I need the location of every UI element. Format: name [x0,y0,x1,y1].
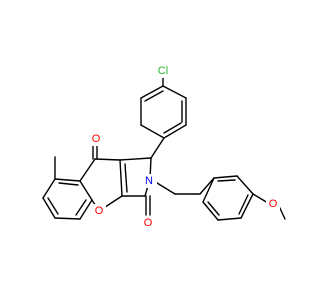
bond [54,217,81,220]
bond [75,199,87,216]
label-background [266,197,280,211]
bond [217,217,242,221]
bond [156,182,176,195]
bond [79,158,96,182]
bond [54,178,81,182]
bond [79,199,93,220]
label-background [141,216,155,230]
bond [163,124,187,139]
nitrogen-label: N [145,175,153,187]
bond [238,194,249,215]
label-background [153,64,173,78]
bond [217,179,236,182]
chlorine-label: Cl [158,65,168,77]
bond [144,90,164,102]
ring-oxygen-label: O [95,205,104,217]
methoxy-oxygen-label: O [269,198,278,210]
label-background [141,174,157,188]
bond [42,178,56,199]
bond [140,124,165,139]
bond [202,201,219,221]
bond [207,201,220,216]
bond [47,197,59,215]
bond [58,182,79,186]
bond [42,197,56,219]
bond [199,177,215,195]
bond [119,157,152,161]
bond [252,193,269,204]
bond [162,85,187,99]
bond [202,177,215,203]
bond [163,122,182,134]
bond [124,163,128,193]
bond-lines [42,73,286,221]
bond [79,180,93,201]
bond [94,158,121,161]
chemical-structure-diagram: Cl O N O O O [42,64,286,230]
bond [140,85,164,99]
bond [240,193,254,219]
label-background [89,132,103,146]
atom-labels: Cl O N O O O [89,64,280,230]
bond [236,175,254,195]
bond [213,175,238,179]
bond [150,137,165,159]
ketone-oxygen-bottom-label: O [144,217,153,229]
bond [119,159,123,197]
label-background [92,204,106,218]
ketone-oxygen-top-label: O [92,133,101,145]
